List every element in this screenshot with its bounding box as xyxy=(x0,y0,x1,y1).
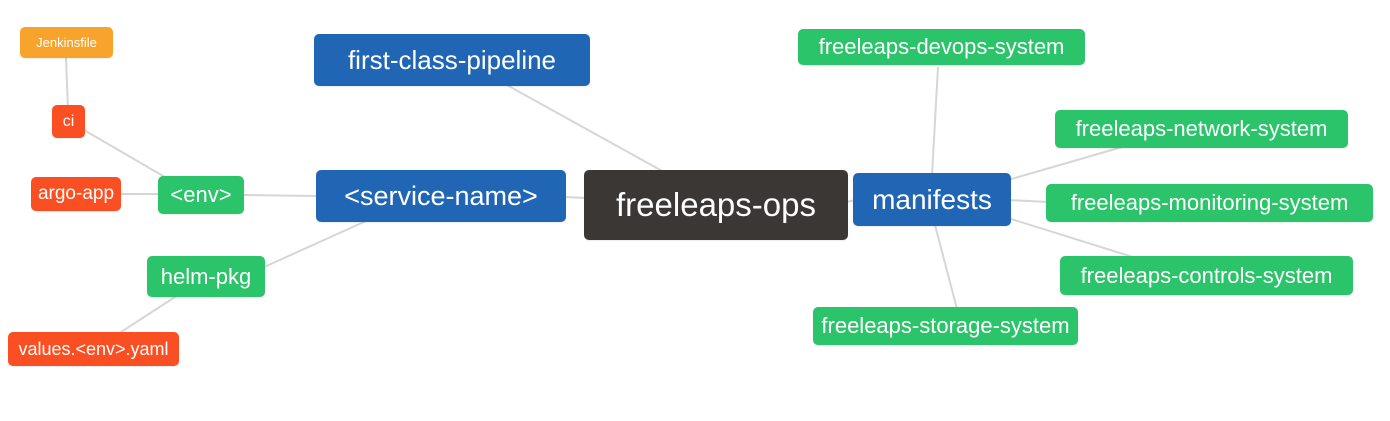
node-label: freeleaps-monitoring-system xyxy=(1070,190,1349,215)
node-label: argo-app xyxy=(37,183,115,204)
node-label: <env> xyxy=(170,182,232,207)
edge-manifests-monitoring-system xyxy=(1007,199,1049,203)
node-label: helm-pkg xyxy=(160,263,252,289)
node-label: freeleaps-ops xyxy=(616,186,816,223)
node-env[interactable]: <env> xyxy=(158,176,244,214)
edge-ci-env xyxy=(83,129,171,181)
node-label: manifests xyxy=(872,183,992,215)
node-label: freeleaps-network-system xyxy=(1075,116,1328,141)
node-freeleaps-controls-system[interactable]: freeleaps-controls-system xyxy=(1060,256,1353,295)
edge-jenkinsfile-ci xyxy=(65,57,69,111)
node-service-name[interactable]: <service-name> xyxy=(316,170,566,222)
edge-env-service-name xyxy=(243,194,319,197)
node-freeleaps-monitoring-system[interactable]: freeleaps-monitoring-system xyxy=(1046,184,1373,222)
node-manifests[interactable]: manifests xyxy=(853,173,1011,226)
node-label: Jenkinsfile xyxy=(36,35,97,50)
node-argo-app[interactable]: argo-app xyxy=(31,177,121,211)
node-freeleaps-devops-system[interactable]: freeleaps-devops-system xyxy=(798,29,1085,65)
edge-manifests-network-system xyxy=(1007,146,1123,181)
node-label: first-class-pipeline xyxy=(347,44,557,75)
edge-manifests-controls-system xyxy=(1007,217,1137,259)
node-first-class-pipeline[interactable]: first-class-pipeline xyxy=(314,34,590,86)
node-label: <service-name> xyxy=(344,180,538,211)
node-freeleaps-storage-system[interactable]: freeleaps-storage-system xyxy=(813,307,1078,345)
edge-manifests-devops-system xyxy=(931,66,939,176)
edge-helm-pkg-service-name xyxy=(261,220,367,269)
edge-values-helm-pkg xyxy=(117,294,179,335)
node-jenkinsfile[interactable]: Jenkinsfile xyxy=(20,27,113,58)
edge-manifests-storage-system xyxy=(934,224,958,310)
node-label: freeleaps-storage-system xyxy=(821,313,1070,338)
node-label: ci xyxy=(62,112,75,130)
node-helm-pkg[interactable]: helm-pkg xyxy=(147,256,265,297)
node-label: freeleaps-controls-system xyxy=(1080,262,1333,288)
node-label: freeleaps-devops-system xyxy=(818,34,1065,59)
node-freeleaps-ops[interactable]: freeleaps-ops xyxy=(584,170,848,240)
node-values-env-yaml[interactable]: values.<env>.yaml xyxy=(8,332,179,366)
edge-pipeline-freeleaps-ops xyxy=(504,83,665,173)
node-freeleaps-network-system[interactable]: freeleaps-network-system xyxy=(1055,110,1348,148)
edge-service-name-freeleaps-ops xyxy=(563,196,587,199)
node-ci[interactable]: ci xyxy=(52,105,85,138)
node-label: values.<env>.yaml xyxy=(18,338,169,359)
